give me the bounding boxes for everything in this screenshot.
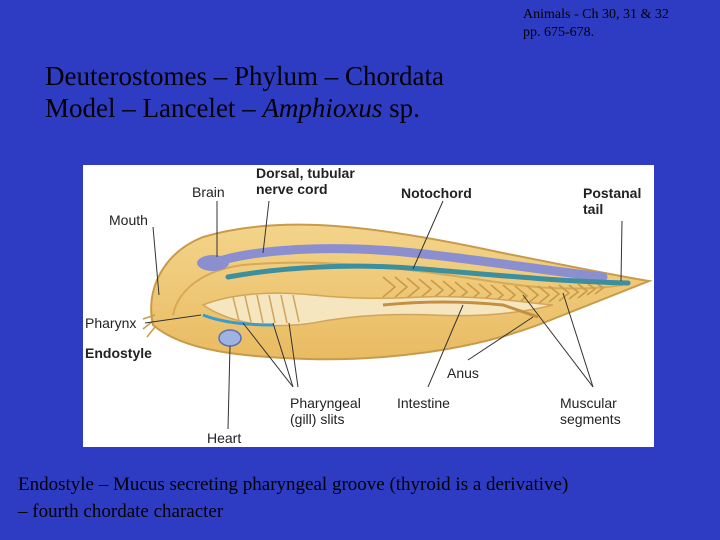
endostyle-structure: [202, 313, 274, 327]
label-gill-line-1: Pharyngeal: [290, 395, 361, 411]
label-muscular-segments: Muscular segments: [560, 395, 621, 427]
caption: Endostyle – Mucus secreting pharyngeal g…: [18, 471, 718, 525]
title-line-2: Model – Lancelet – Amphioxus sp.: [45, 92, 444, 124]
leader-lines: [144, 200, 623, 430]
slide-title: Deuterostomes – Phylum – Chordata Model …: [45, 60, 444, 124]
caption-line-1: Endostyle – Mucus secreting pharyngeal g…: [18, 474, 569, 495]
label-muscular-line-2: segments: [560, 411, 621, 427]
label-intestine: Intestine: [397, 395, 450, 411]
label-notochord: Notochord: [401, 185, 472, 201]
chapter-reference: Animals - Ch 30, 31 & 32 pp. 675-678.: [523, 6, 669, 42]
label-brain: Brain: [192, 184, 225, 200]
label-postanal-tail: Postanal tail: [583, 185, 641, 217]
label-muscular-line-1: Muscular: [560, 395, 617, 411]
nerve-cord: [203, 244, 608, 282]
label-postanal-line-2: tail: [583, 201, 604, 217]
intestine: [382, 300, 539, 319]
notochord: [225, 263, 631, 286]
title-line-1: Deuterostomes – Phylum – Chordata: [45, 61, 444, 91]
label-gill-line-2: (gill) slits: [290, 411, 345, 427]
brain-vesicle: [197, 255, 229, 271]
label-postanal-line-1: Postanal: [583, 185, 642, 201]
title-prefix: Model – Lancelet –: [45, 93, 263, 123]
label-endostyle: Endostyle: [85, 345, 152, 361]
label-dorsal-line-2: nerve cord: [256, 181, 328, 197]
label-anus: Anus: [447, 365, 479, 381]
title-suffix: sp.: [382, 93, 420, 123]
label-pharyngeal-gill-slits: Pharyngeal (gill) slits: [290, 395, 361, 427]
heart-structure: [218, 329, 242, 347]
genus-name: Amphioxus: [262, 93, 383, 123]
lancelet-illustration: [142, 200, 653, 430]
label-dorsal-line-1: Dorsal, tubular: [256, 165, 355, 181]
label-pharynx: Pharynx: [85, 315, 137, 331]
reference-line-1: Animals - Ch 30, 31 & 32: [523, 7, 669, 22]
label-heart: Heart: [207, 430, 242, 446]
gill-slits: [232, 294, 300, 324]
label-dorsal-nerve-cord: Dorsal, tubular nerve cord: [256, 165, 355, 197]
caption-line-2: – fourth chordate character: [18, 501, 224, 522]
reference-line-2: pp. 675-678.: [523, 25, 595, 40]
label-mouth: Mouth: [109, 212, 148, 228]
lancelet-diagram: Brain Dorsal, tubular nerve cord Notocho…: [83, 165, 654, 447]
